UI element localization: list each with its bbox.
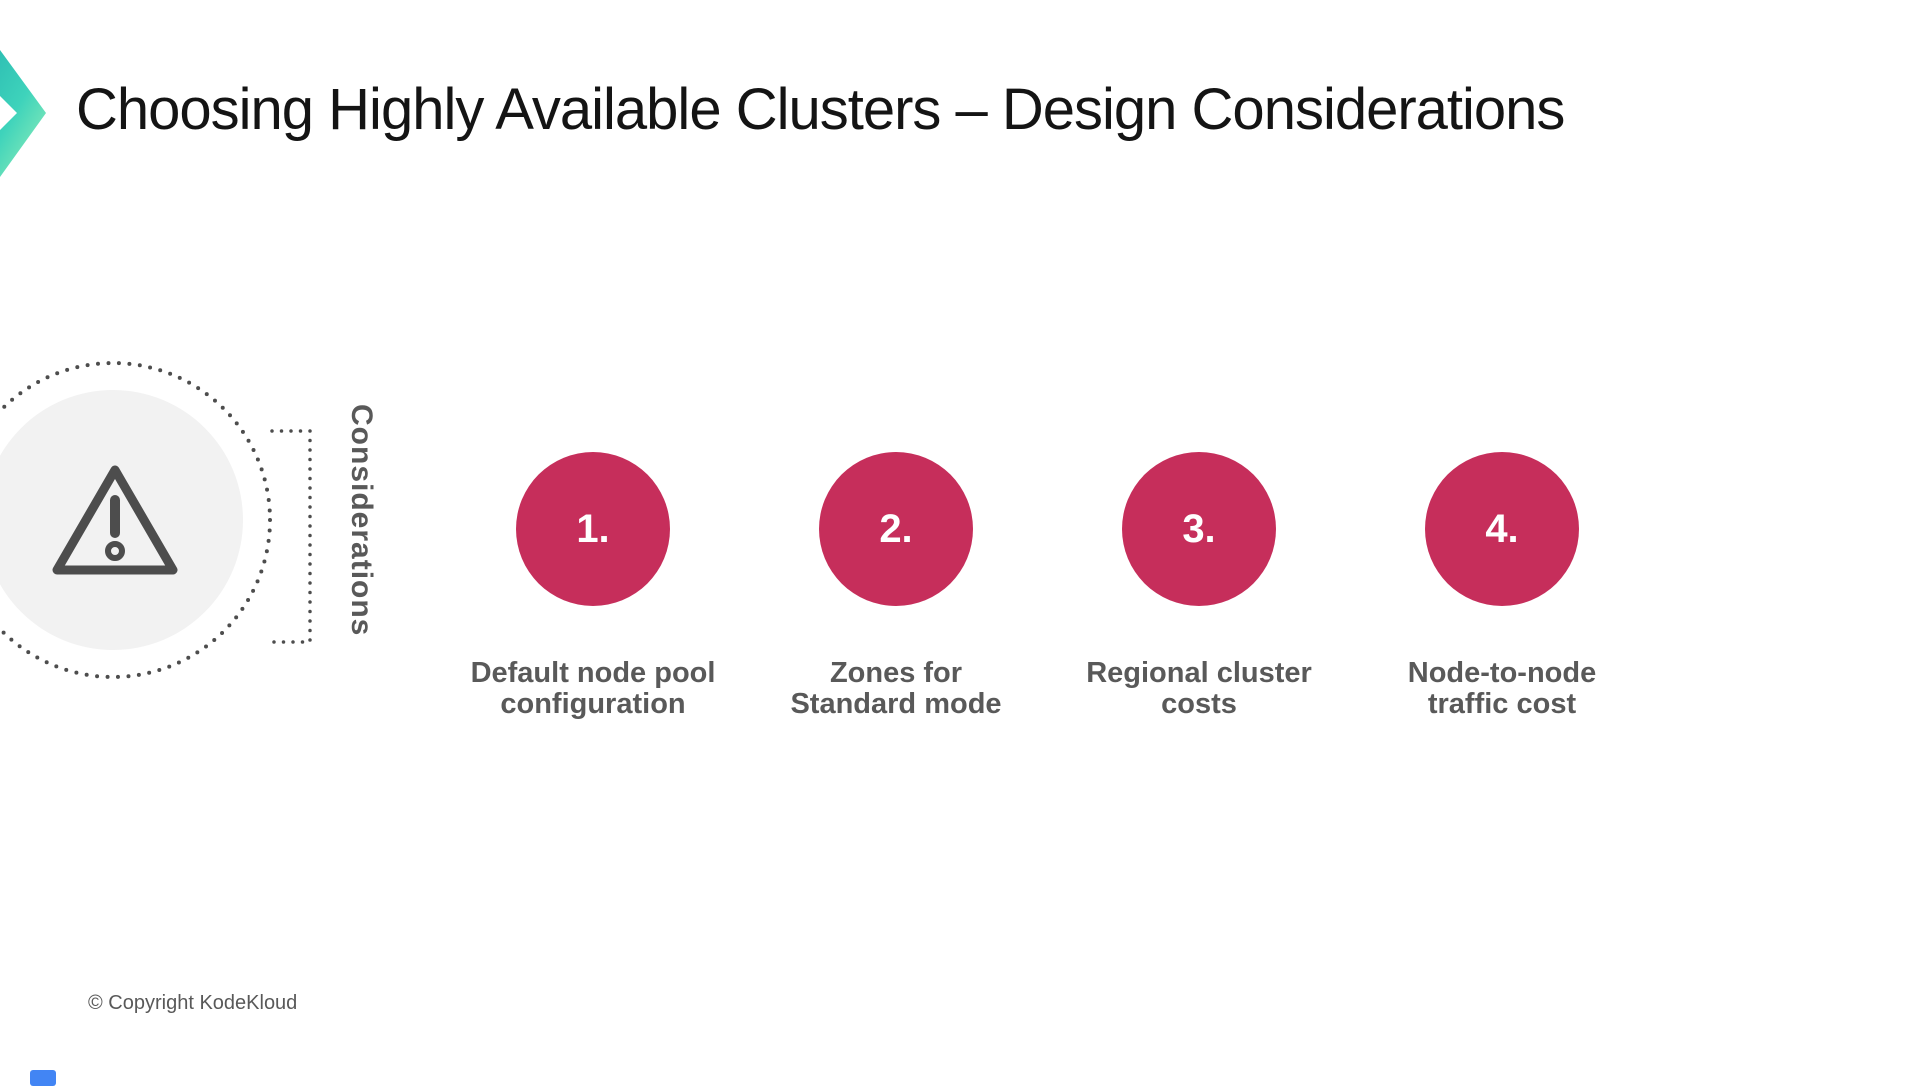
consideration-label-1: Default node pool configuration <box>423 658 763 720</box>
consideration-circle-3: 3. <box>1122 452 1276 606</box>
label-line: costs <box>1161 688 1237 720</box>
consideration-circle-1: 1. <box>516 452 670 606</box>
label-line: traffic cost <box>1427 688 1577 720</box>
dotted-bracket <box>270 429 312 644</box>
warning-triangle-icon <box>52 465 178 575</box>
circle-number: 2. <box>879 506 913 551</box>
circle-number: 4. <box>1485 506 1519 551</box>
bottom-edge-blue-marker <box>30 1070 56 1086</box>
consideration-label-3: Regional cluster costs <box>1029 658 1369 720</box>
consideration-label-2: Zones for Standard mode <box>726 658 1066 720</box>
circle-number: 3. <box>1182 506 1216 551</box>
circle-number: 1. <box>576 506 610 551</box>
label-line: configuration <box>500 688 686 720</box>
label-line: Standard mode <box>790 688 1002 720</box>
label-line: Node-to-node <box>1407 657 1597 689</box>
page-title: Choosing Highly Available Clusters – Des… <box>76 77 1565 142</box>
consideration-label-4: Node-to-node traffic cost <box>1332 658 1672 720</box>
considerations-vertical-label: Considerations <box>345 404 378 637</box>
label-line: Default node pool <box>470 657 716 689</box>
warning-badge-dotted-ring <box>0 361 272 679</box>
consideration-circle-4: 4. <box>1425 452 1579 606</box>
warning-badge-fill <box>0 390 243 650</box>
copyright-text: © Copyright KodeKloud <box>88 992 298 1014</box>
title-chevron-icon <box>0 50 46 177</box>
consideration-circle-2: 2. <box>819 452 973 606</box>
label-line: Regional cluster <box>1086 657 1312 689</box>
label-line: Zones for <box>829 657 963 689</box>
